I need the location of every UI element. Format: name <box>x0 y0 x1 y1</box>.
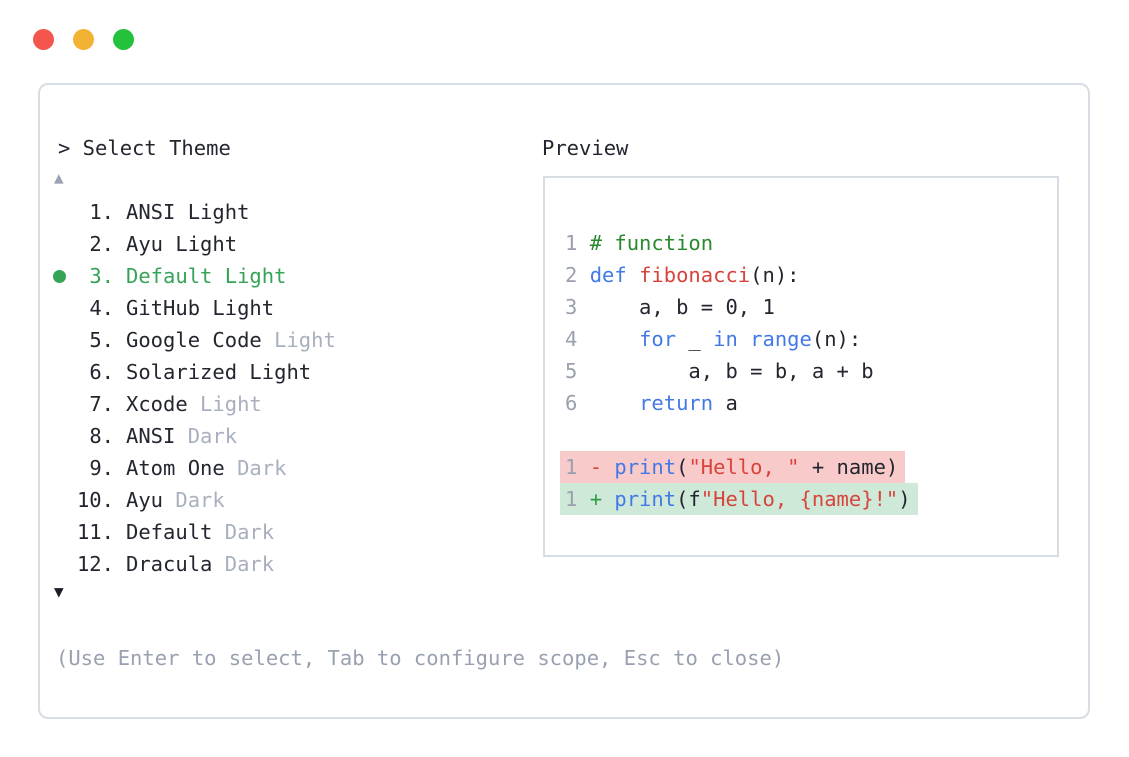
theme-number: 2. <box>89 232 114 256</box>
theme-number: 11. <box>76 520 114 544</box>
theme-name: ANSI Light <box>126 200 250 224</box>
theme-list-item[interactable]: 2. Ayu Light <box>46 228 336 260</box>
theme-number: 4. <box>89 296 114 320</box>
theme-variant: Dark <box>212 520 275 544</box>
theme-list-item[interactable]: 11. Default Dark <box>46 516 336 548</box>
theme-variant: Light <box>261 328 336 352</box>
theme-number: 12. <box>76 552 114 576</box>
theme-name: Solarized Light <box>126 360 312 384</box>
code-line: 4 for _ in range(n): <box>565 327 862 351</box>
code-preview: 1 # function 2 def fibonacci(n): 3 a, b = … <box>545 227 1057 515</box>
window-controls <box>33 29 134 50</box>
theme-name: Dracula Dark <box>126 552 275 576</box>
scroll-up-indicator-icon[interactable]: ▲ <box>54 168 64 187</box>
theme-name: ANSI Dark <box>126 424 238 448</box>
minimize-button[interactable] <box>73 29 94 50</box>
theme-list-item[interactable]: 12. Dracula Dark <box>46 548 336 580</box>
theme-number: 5. <box>89 328 114 352</box>
theme-name: Default Light <box>126 264 287 288</box>
theme-name: Ayu Dark <box>126 488 225 512</box>
theme-list-item[interactable]: 6. Solarized Light <box>46 356 336 388</box>
line-number: 3 <box>565 295 590 319</box>
line-number: 5 <box>565 359 590 383</box>
code-line: 2 def fibonacci(n): <box>565 263 800 287</box>
selected-marker-dot-icon <box>46 269 72 283</box>
line-number: 4 <box>565 327 590 351</box>
theme-list-item[interactable]: 3. Default Light <box>46 260 336 292</box>
theme-name: Google Code Light <box>126 328 336 352</box>
theme-number: 1. <box>89 200 114 224</box>
scroll-down-indicator-icon[interactable]: ▼ <box>54 582 64 601</box>
theme-number: 10. <box>76 488 114 512</box>
theme-name: Ayu Light <box>126 232 238 256</box>
theme-list-item[interactable]: 8. ANSI Dark <box>46 420 336 452</box>
theme-list-item[interactable]: 9. Atom One Dark <box>46 452 336 484</box>
code-line: 3 a, b = 0, 1 <box>565 295 775 319</box>
code-blank-line <box>545 419 1057 451</box>
theme-name: GitHub Light <box>126 296 275 320</box>
theme-name: Xcode Light <box>126 392 262 416</box>
theme-variant: Light <box>187 392 262 416</box>
code-line: 1 # function <box>565 231 714 255</box>
close-button[interactable] <box>33 29 54 50</box>
diff-line-removed: 1 - print("Hello, " + name) <box>560 451 906 483</box>
theme-list-item[interactable]: 10. Ayu Dark <box>46 484 336 516</box>
theme-name: Atom One Dark <box>126 456 287 480</box>
preview-title: Preview <box>542 136 629 160</box>
theme-picker-dialog: > Select Theme ▲ 1. ANSI Light 2. Ayu Light… <box>38 83 1090 719</box>
theme-variant: Dark <box>175 424 238 448</box>
line-number: 1 <box>565 231 590 255</box>
theme-variant: Dark <box>163 488 225 512</box>
maximize-button[interactable] <box>113 29 134 50</box>
line-number: 6 <box>565 391 590 415</box>
select-theme-prompt: > Select Theme <box>58 136 231 160</box>
keyboard-hint-text: (Use Enter to select, Tab to configure s… <box>56 646 785 670</box>
theme-number: 8. <box>89 424 114 448</box>
theme-number: 9. <box>89 456 114 480</box>
code-line: 6 return a <box>565 391 738 415</box>
theme-number: 3. <box>89 264 114 288</box>
theme-variant: Dark <box>224 456 287 480</box>
diff-line-added: 1 + print(f"Hello, {name}!") <box>560 483 918 515</box>
theme-name: Default Dark <box>126 520 275 544</box>
line-number: 2 <box>565 263 590 287</box>
line-number: 1 <box>565 487 590 511</box>
theme-number: 6. <box>89 360 114 384</box>
code-line: 5 a, b = b, a + b <box>565 359 874 383</box>
theme-list: 1. ANSI Light 2. Ayu Light 3. Default Light 4.… <box>46 196 336 580</box>
theme-variant: Dark <box>212 552 275 576</box>
theme-number: 7. <box>89 392 114 416</box>
line-number: 1 <box>565 455 590 479</box>
theme-list-item[interactable]: 1. ANSI Light <box>46 196 336 228</box>
theme-list-item[interactable]: 7. Xcode Light <box>46 388 336 420</box>
theme-list-item[interactable]: 5. Google Code Light <box>46 324 336 356</box>
theme-list-item[interactable]: 4. GitHub Light <box>46 292 336 324</box>
preview-panel: 1 # function 2 def fibonacci(n): 3 a, b = … <box>543 176 1059 557</box>
